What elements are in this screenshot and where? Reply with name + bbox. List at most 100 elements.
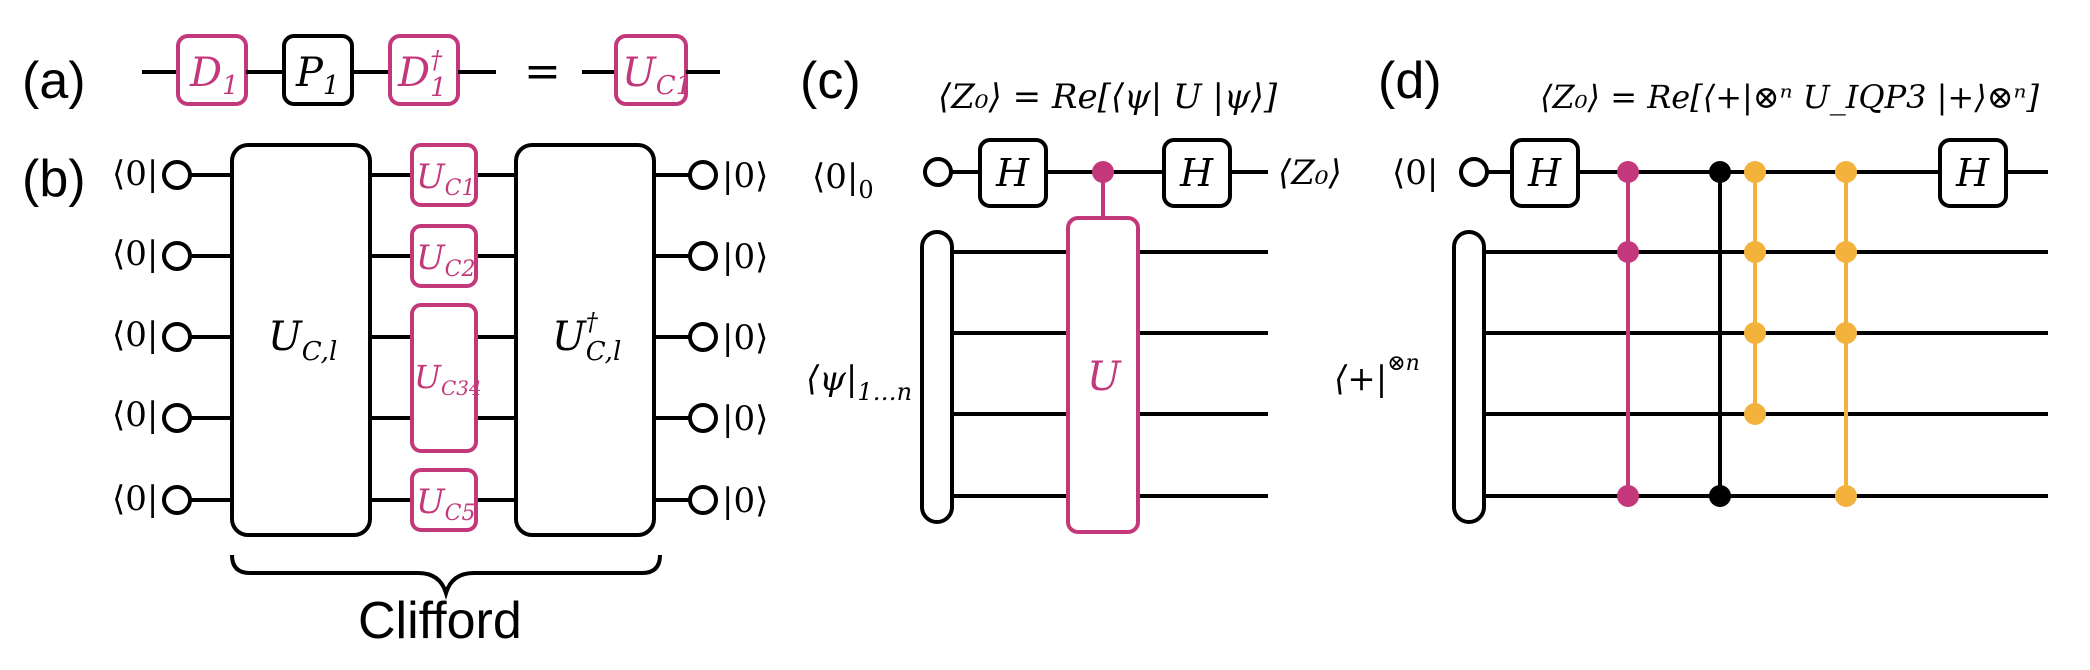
clifford-block-left: [230, 143, 372, 537]
bra-0-row5: ⟨0|: [112, 479, 158, 519]
ket-0-row3: |0⟩: [722, 318, 768, 358]
equation-d: ⟨Z₀⟩ = Re[⟨+|⊗ⁿ U_IQP3 |+⟩⊗ⁿ]: [1540, 78, 2040, 116]
ket-0-row1: |0⟩: [722, 156, 768, 196]
gate-d1dag-base: D: [397, 50, 430, 96]
gate-p1-sub: 1: [323, 71, 340, 101]
clifford-brace: [230, 554, 662, 600]
svg-text:UC1: UC1: [416, 157, 476, 201]
gate-d1dag-sub: 1: [430, 73, 447, 103]
gate-uc2-base: U: [416, 238, 446, 278]
svg-text:⟨0|0: ⟨0|0: [812, 157, 874, 204]
panel-label-a: (a): [22, 52, 86, 110]
panel-c-wires: [952, 250, 1268, 498]
svg-text:UC1: UC1: [622, 50, 692, 101]
panel-b: (b) ⟨0| ⟨0| ⟨0| ⟨0| ⟨0|: [22, 143, 768, 650]
orange-dot-2c: [1835, 322, 1857, 344]
controlled-u-label: U: [1087, 354, 1122, 400]
black-dot-1: [1709, 161, 1731, 183]
orange-dot-2d: [1835, 485, 1857, 507]
register-bracket-d: [1452, 230, 1486, 524]
gate-uc1-b-base: U: [416, 157, 446, 197]
svg-text:⟨ψ|1…n: ⟨ψ|1…n: [806, 359, 912, 406]
bra-0-row2: ⟨0|: [112, 234, 158, 274]
gate-uc2: [410, 224, 478, 288]
svg-text:UC34: UC34: [414, 358, 482, 400]
input-circle-d: [1459, 157, 1489, 187]
ket-0-row2: |0⟩: [722, 237, 768, 277]
svg-text:U†C,l: U†C,l: [552, 308, 621, 367]
pink-dot-1: [1617, 161, 1639, 183]
gate-h-c-right-label: H: [1179, 151, 1214, 195]
bra-0-row4: ⟨0|: [112, 395, 158, 435]
orange-dot-1d: [1744, 403, 1766, 425]
orange-dot-2a: [1835, 161, 1857, 183]
gate-uc34: [410, 303, 478, 453]
gate-h-d-right-label: H: [1955, 151, 1990, 195]
panel-b-wires: [190, 173, 690, 502]
clifford-label: Clifford: [358, 592, 522, 650]
input-bottom-c-base: ⟨ψ|: [806, 359, 857, 399]
clifford-right-base: U: [552, 314, 587, 360]
gate-uc5: [410, 468, 478, 532]
input-bottom-d-base: ⟨+|: [1334, 359, 1387, 399]
gate-uc34-sub: C34: [441, 376, 482, 400]
orange-dot-1b: [1744, 241, 1766, 263]
ket-0-row5: |0⟩: [722, 481, 768, 521]
svg-text:D1: D1: [189, 50, 239, 101]
gate-uc5-base: U: [416, 482, 446, 522]
equation-c: ⟨Z₀⟩ = Re[⟨ψ| U |ψ⟩]: [938, 77, 1278, 117]
orange-dot-2b: [1835, 241, 1857, 263]
ket-0-row4: |0⟩: [722, 399, 768, 439]
gate-uc2-sub: C2: [445, 257, 476, 282]
controlled-u-gate: [1066, 216, 1140, 534]
bra-0-row3: ⟨0|: [112, 315, 158, 355]
input-bottom-d-sup: ⊗n: [1387, 351, 1420, 376]
input-top-d: ⟨0|: [1392, 153, 1438, 193]
gate-d1-sub: 1: [222, 71, 239, 101]
register-bracket-c: [920, 230, 954, 524]
gate-uc1: [410, 143, 478, 207]
svg-text:UC,l: UC,l: [268, 314, 337, 367]
svg-text:P1: P1: [295, 50, 339, 101]
panel-label-d: (d): [1378, 52, 1442, 110]
input-circle-c: [923, 157, 953, 187]
panel-d: (d) ⟨Z₀⟩ = Re[⟨+|⊗ⁿ U_IQP3 |+⟩⊗ⁿ] ⟨0| H …: [1334, 52, 2048, 524]
panel-label-b: (b): [22, 150, 86, 208]
input-top-c-base: ⟨0|: [812, 157, 858, 197]
pink-dot-2: [1617, 241, 1639, 263]
gate-h-c-left-label: H: [995, 151, 1030, 195]
gate-d1dag-sup: †: [430, 46, 443, 74]
panel-label-c: (c): [800, 52, 861, 110]
orange-dot-1c: [1744, 322, 1766, 344]
panel-b-input-circles: [162, 160, 192, 515]
equals-sign: =: [524, 46, 561, 97]
clifford-right-sub: C,l: [586, 337, 622, 367]
bra-0-row1: ⟨0|: [112, 154, 158, 194]
input-top-c-sub: 0: [858, 176, 873, 204]
orange-dot-1a: [1744, 161, 1766, 183]
gate-p1-base: P: [295, 50, 324, 96]
input-bottom-c-sub: 1…n: [857, 378, 912, 406]
panel-a: (a) D1 P1 D†1 = UC1: [22, 34, 720, 110]
panel-c: (c) ⟨Z₀⟩ = Re[⟨ψ| U |ψ⟩] ⟨0|0 H H ⟨Z₀⟩ U…: [800, 52, 1342, 534]
gate-uc5-sub: C5: [445, 501, 476, 526]
gate-d1-base: D: [189, 50, 222, 96]
gate-h-d-left-label: H: [1527, 151, 1562, 195]
svg-text:UC2: UC2: [416, 238, 476, 282]
svg-text:UC5: UC5: [416, 482, 476, 526]
black-dot-2: [1709, 485, 1731, 507]
gate-uc34-base: U: [414, 358, 442, 396]
svg-text:D†1: D†1: [397, 46, 447, 103]
clifford-right-sup: †: [586, 308, 599, 336]
panel-b-output-circles: [688, 160, 718, 515]
control-dot-c: [1092, 161, 1114, 183]
panel-d-wires: [1484, 250, 2048, 498]
svg-text:⟨+|⊗n: ⟨+|⊗n: [1334, 351, 1420, 399]
clifford-block-right: [514, 143, 656, 537]
output-c: ⟨Z₀⟩: [1278, 153, 1342, 193]
gate-uc1-b-sub: C1: [445, 176, 476, 201]
pink-dot-3: [1617, 485, 1639, 507]
clifford-left-base: U: [268, 314, 303, 360]
clifford-left-sub: C,l: [302, 337, 338, 367]
